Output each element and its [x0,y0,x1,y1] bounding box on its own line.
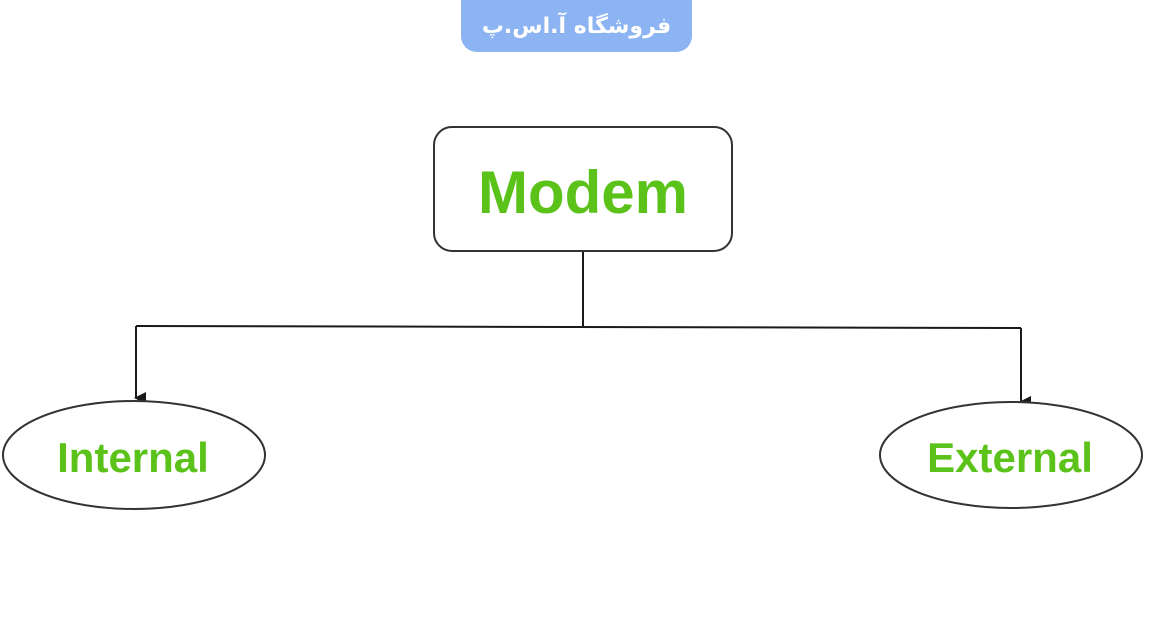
root-node-modem: Modem [433,126,733,252]
child-node-external: External [879,401,1143,509]
connector-lines [134,251,1031,408]
root-node-label: Modem [478,159,688,226]
watermark-banner: فروشگاه آ.اس.پ [461,0,692,52]
root-node-box [433,126,733,252]
internal-ellipse [2,400,266,510]
child-node-internal: Internal [2,400,266,510]
external-label: External [927,434,1093,481]
internal-label: Internal [57,434,209,481]
watermark-text: فروشگاه آ.اس.پ [481,13,672,39]
external-ellipse [879,401,1143,509]
connector-horizontal-bar [135,325,1022,329]
